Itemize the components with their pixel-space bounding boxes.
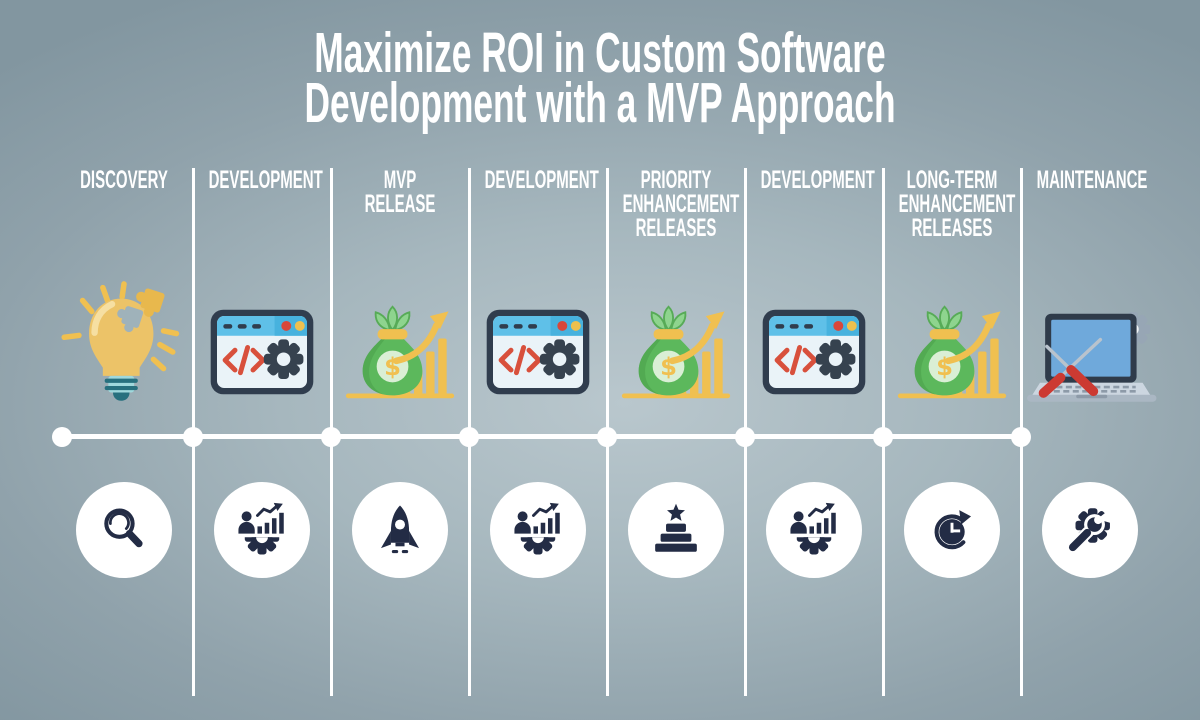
magnifying-glass-icon bbox=[95, 501, 153, 559]
timeline-dot bbox=[321, 427, 341, 447]
page-title-line2: Development with a MVP Approach bbox=[304, 71, 896, 135]
analyst-growth-gear-icon bbox=[233, 501, 291, 559]
money-bag-growth-icon bbox=[344, 302, 456, 402]
stage-illustration bbox=[331, 274, 469, 430]
browser-code-gear-icon bbox=[760, 307, 868, 397]
stage-label: LONG-TERM ENHANCEMENT RELEASES bbox=[898, 166, 1016, 242]
stage-column-mvp-release: MVP RELEASE bbox=[331, 168, 469, 588]
stage-label: MAINTENANCE bbox=[1036, 166, 1148, 194]
stage-column-priority-enhancement: PRIORITY ENHANCEMENT RELEASES bbox=[607, 168, 745, 588]
stage-badge bbox=[76, 482, 172, 578]
stage-badge bbox=[628, 482, 724, 578]
stage-badge bbox=[904, 482, 1000, 578]
stage-label: DEVELOPMENT bbox=[760, 166, 875, 194]
stage-illustration bbox=[607, 274, 745, 430]
browser-code-gear-icon bbox=[208, 307, 316, 397]
stage-column-longterm-enhancement: LONG-TERM ENHANCEMENT RELEASES bbox=[883, 168, 1021, 588]
stage-column-development-2: DEVELOPMENT bbox=[469, 168, 607, 588]
page-title-line1: Maximize ROI in Custom Software bbox=[314, 21, 886, 85]
stage-label: DEVELOPMENT bbox=[208, 166, 323, 194]
stage-badge bbox=[766, 482, 862, 578]
page-title: Maximize ROI in Custom Software Developm… bbox=[228, 21, 972, 135]
stage-illustration bbox=[55, 274, 193, 430]
stage-badge bbox=[1042, 482, 1138, 578]
rocket-icon bbox=[371, 501, 429, 559]
stage-column-maintenance: MAINTENANCE bbox=[1021, 168, 1159, 588]
stage-illustration bbox=[193, 274, 331, 430]
lightbulb-puzzle-icon bbox=[55, 278, 193, 426]
clock-history-icon bbox=[923, 501, 981, 559]
laptop-repair-gear-icon bbox=[1021, 300, 1159, 418]
stage-column-discovery: DISCOVERY bbox=[55, 168, 193, 588]
gear-wrench-icon bbox=[1061, 501, 1119, 559]
stage-column-development-3: DEVELOPMENT bbox=[745, 168, 883, 588]
stage-label: PRIORITY ENHANCEMENT RELEASES bbox=[622, 166, 740, 242]
stage-label: DEVELOPMENT bbox=[484, 166, 599, 194]
star-podium-icon bbox=[647, 501, 705, 559]
timeline-dot bbox=[183, 427, 203, 447]
timeline-dot bbox=[597, 427, 617, 447]
stage-label: MVP RELEASE bbox=[364, 166, 436, 218]
timeline-dot bbox=[1011, 427, 1031, 447]
stage-badge bbox=[214, 482, 310, 578]
analyst-growth-gear-icon bbox=[785, 501, 843, 559]
stage-badge bbox=[352, 482, 448, 578]
stage-column-development-1: DEVELOPMENT bbox=[193, 168, 331, 588]
timeline-line bbox=[62, 434, 1021, 439]
stage-illustration bbox=[469, 274, 607, 430]
timeline-dot bbox=[52, 427, 72, 447]
stage-illustration bbox=[1021, 274, 1159, 430]
timeline-dot bbox=[459, 427, 479, 447]
analyst-growth-gear-icon bbox=[509, 501, 567, 559]
money-bag-growth-icon bbox=[620, 302, 732, 402]
stage-illustration bbox=[883, 274, 1021, 430]
timeline-dot bbox=[873, 427, 893, 447]
timeline-dot bbox=[735, 427, 755, 447]
stage-label: DISCOVERY bbox=[80, 166, 168, 194]
stage-badge bbox=[490, 482, 586, 578]
browser-code-gear-icon bbox=[484, 307, 592, 397]
money-bag-growth-icon bbox=[896, 302, 1008, 402]
stage-illustration bbox=[745, 274, 883, 430]
